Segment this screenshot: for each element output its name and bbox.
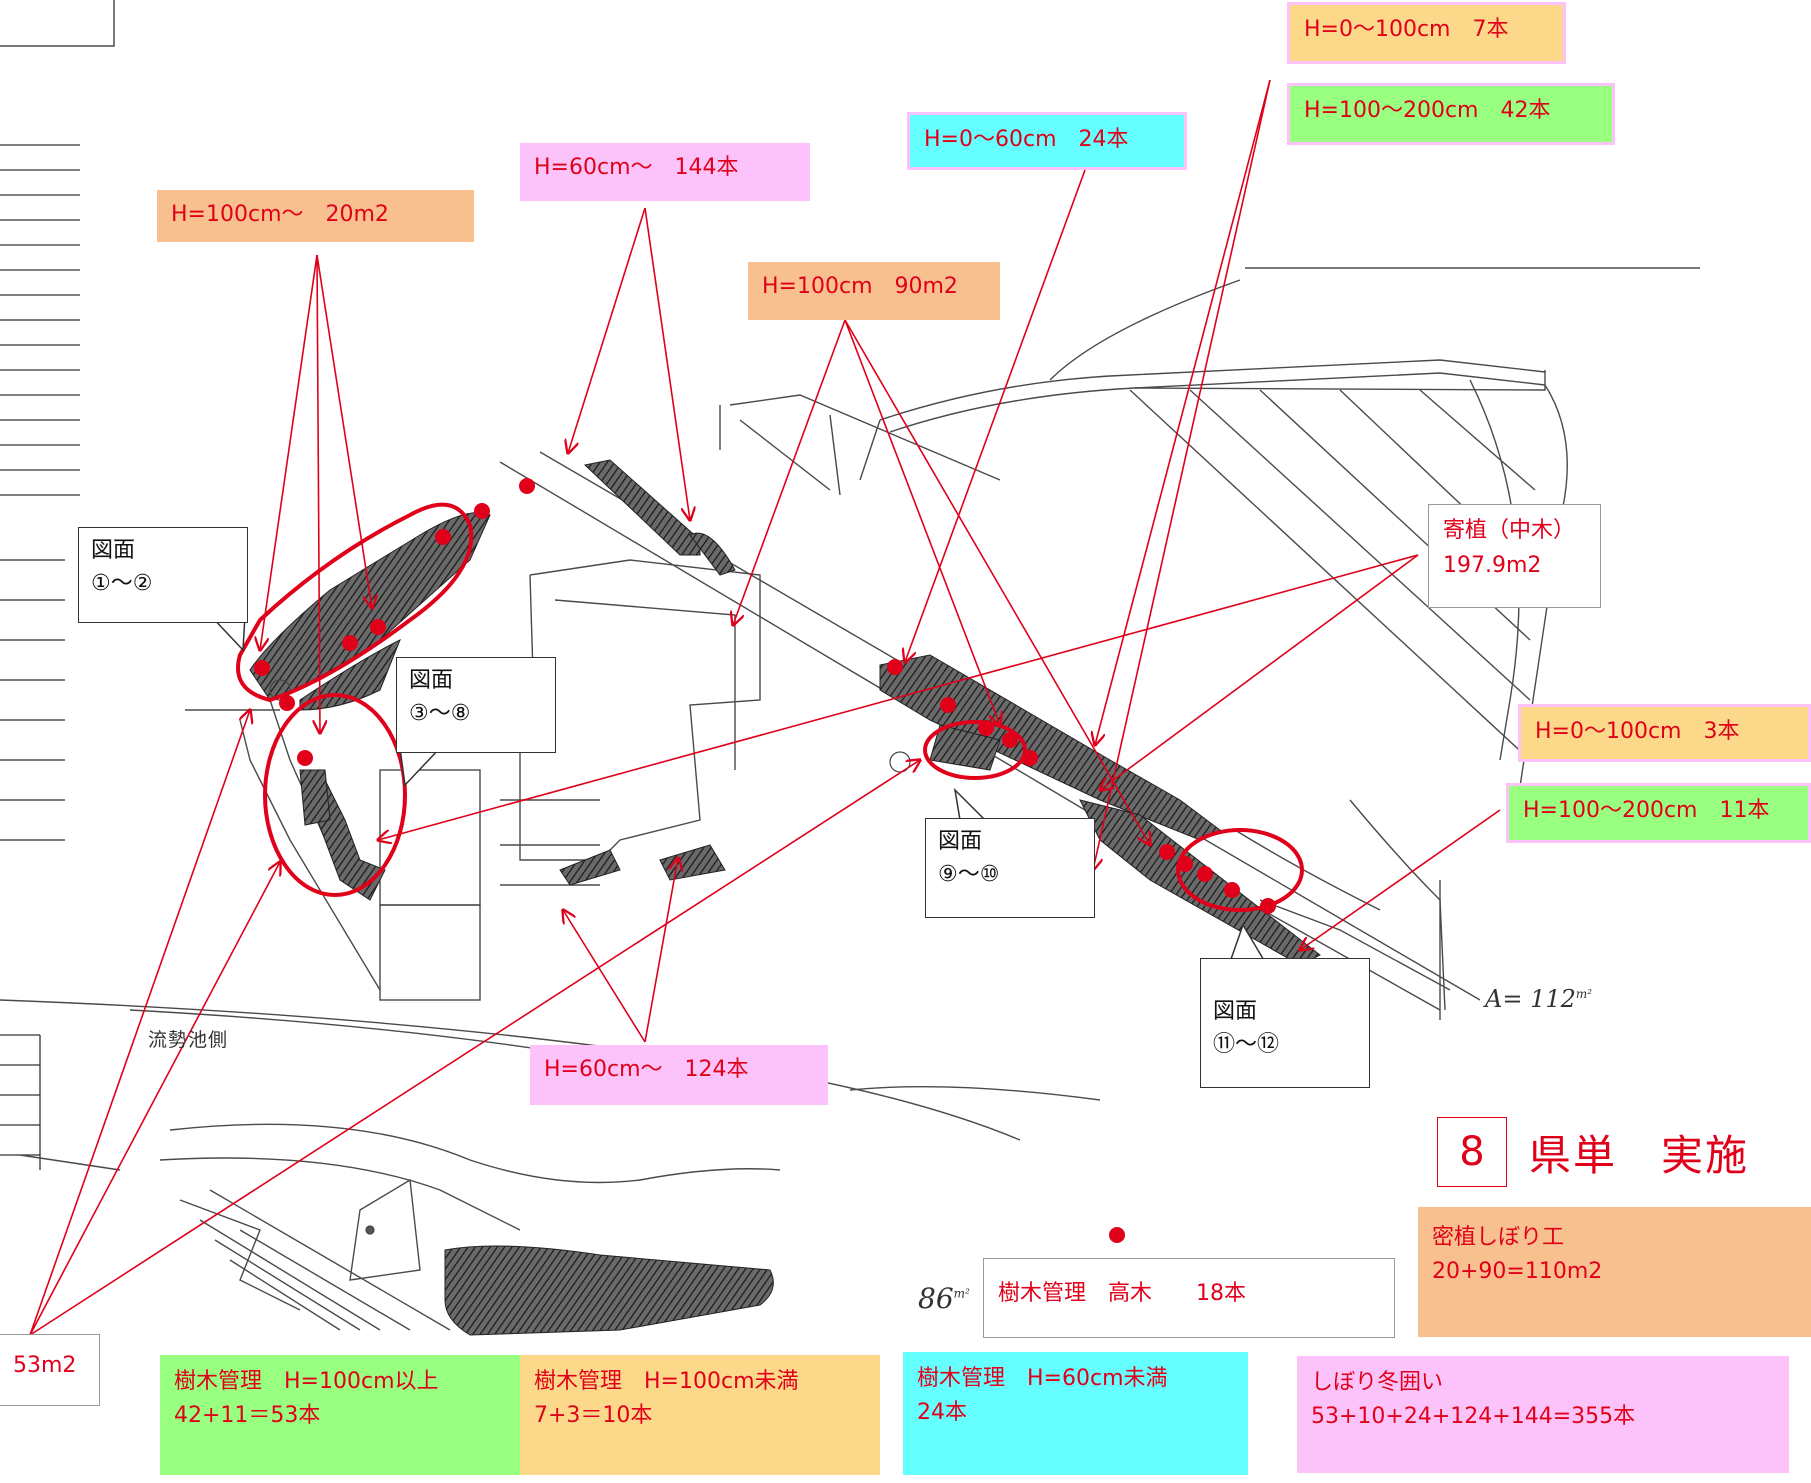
section-title: 県単 実施 [1529,1130,1750,1180]
summary-h100-over: 樹木管理 H=100cm以上 42+11＝53本 [160,1355,520,1475]
callout-fig-3-8: 図面 ③～⑧ [396,657,556,753]
callout-fig-11-12-range: ⑪～⑫ [1213,1032,1280,1057]
section-stamp: 8 県単 実施 [1437,1117,1749,1187]
callout-fig-11-12-title: 図面 [1213,999,1258,1024]
summary-h60-under-line1: 樹木管理 H=60cm未満 [917,1366,1168,1391]
legend-table [0,0,115,1170]
summary-h100-under-line1: 樹木管理 H=100cm未満 [534,1369,799,1394]
summary-h100-over-line2: 42+11＝53本 [174,1403,321,1429]
label-partial-53m2: 53m2 [0,1334,100,1406]
label-h100-200-42: H=100～200cm 42本 [1287,83,1615,145]
label-h0-100-3: H=0～100cm 3本 [1518,704,1811,762]
summary-shibori-line1: しぼり冬囲い [1311,1370,1444,1395]
label-h100-20m2: H=100cm～ 20m2 [157,190,474,242]
callout-fig-1-2-title: 図面 [91,538,136,563]
callout-fig-9-10-title: 図面 [938,829,983,854]
leader-lines [29,79,1501,1336]
callout-fig-9-10-range: ⑨～⑩ [938,862,1000,887]
summary-h100-under-line2: 7+3＝10本 [534,1403,653,1429]
callout-fig-3-8-title: 図面 [409,668,454,693]
yose-area: 197.9m2 [1443,553,1542,579]
area-note: A= 112m² [1485,985,1593,1013]
summary-tall-tree: 樹木管理 高木 18本 [983,1258,1395,1338]
callout-fig-1-2-range: ①～② [91,571,153,596]
summary-h60-under: 樹木管理 H=60cm未満 24本 [903,1352,1248,1475]
callout-fig-9-10: 図面 ⑨～⑩ [925,818,1095,918]
summary-mitsu-line1: 密植しぼり工 [1432,1225,1565,1250]
summary-h60-under-line2: 24本 [917,1400,967,1426]
summary-shibori: しぼり冬囲い 53+10+24+124+144=355本 [1297,1356,1789,1473]
section-number: 8 [1437,1117,1507,1187]
label-h0-100-7: H=0～100cm 7本 [1287,2,1566,64]
callout-fig-11-12: 図面 ⑪～⑫ [1200,958,1370,1088]
label-h60-144: H=60cm～ 144本 [520,143,810,201]
summary-h100-under: 樹木管理 H=100cm未満 7+3＝10本 [520,1355,880,1475]
left-area-note: 86m² [918,1282,970,1315]
place-name: 流勢池側 [148,1029,229,1051]
label-h100-90m2: H=100cm 90m2 [748,262,1000,320]
label-h60-124: H=60cm～ 124本 [530,1045,828,1105]
tree-markers [254,478,1276,1243]
callout-fig-3-8-range: ③～⑧ [409,701,471,726]
planting-areas [249,459,1321,1336]
label-yose-197: 寄植（中木） 197.9m2 [1428,504,1601,608]
summary-mitsu-line2: 20+90=110m2 [1432,1259,1603,1285]
summary-shibori-line2: 53+10+24+124+144=355本 [1311,1404,1636,1430]
highlight-ellipses [236,502,1304,912]
summary-h100-over-line1: 樹木管理 H=100cm以上 [174,1369,439,1394]
summary-mitsu: 密植しぼり工 20+90=110m2 [1418,1207,1811,1337]
callout-fig-1-2: 図面 ①～② [78,527,248,623]
label-h100-200-11: H=100～200cm 11本 [1506,783,1811,843]
label-h0-60-24: H=0～60cm 24本 [907,112,1187,170]
yose-title: 寄植（中木） [1443,518,1576,543]
